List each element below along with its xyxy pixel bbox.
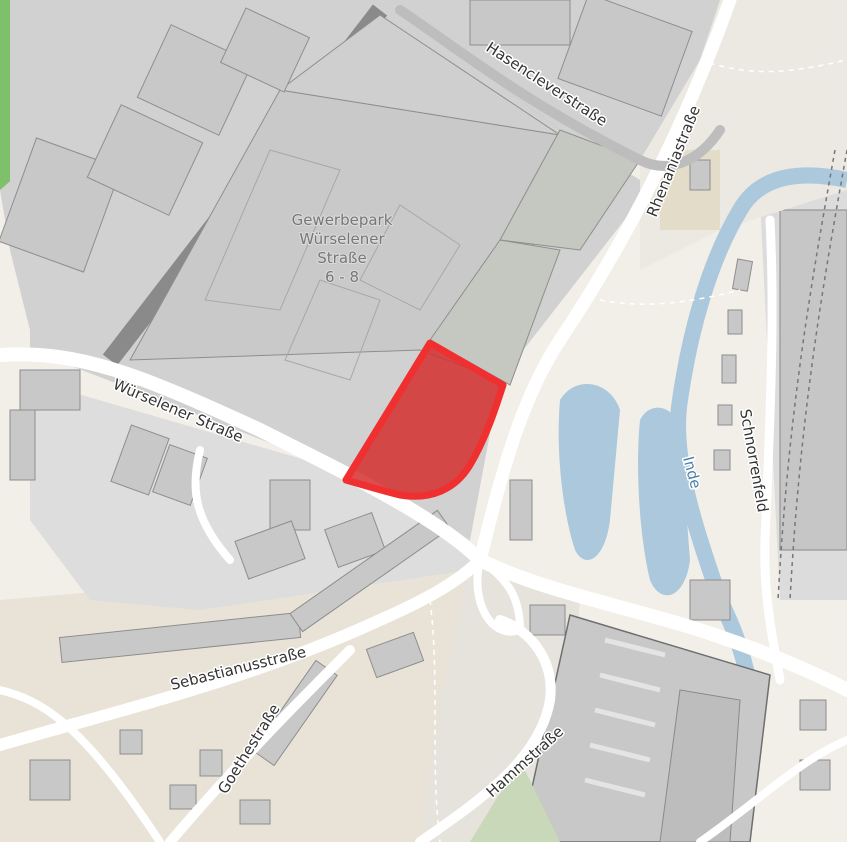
highlighted-parcel[interactable] [342,339,507,500]
footpaths [429,59,847,842]
building [469,0,571,46]
building [529,604,566,636]
building [136,24,254,136]
building [509,479,533,541]
building [727,309,743,335]
warehouse-east [779,209,847,551]
area-label-line1: Gewerbepark [292,211,393,229]
building [29,759,71,801]
industrial-zone-west [0,0,220,250]
park-south [470,760,560,842]
building [234,520,306,580]
north-building [278,14,561,136]
rail-dotted [777,149,847,601]
minor-road [191,446,234,564]
road-hasenclever [395,5,725,171]
road-sebastianus [0,554,486,751]
building [169,784,197,810]
road-wuerselener [0,347,487,567]
pond-west [558,383,620,560]
building [689,579,731,621]
building [721,354,737,384]
road-east [473,553,847,697]
inner-outline-2 [284,279,381,381]
road-rhenania [473,0,737,567]
area-label-line3: Straße [317,249,366,267]
building [19,369,81,411]
road-schnorrenfeld [760,215,785,685]
area-label-line4: 6 - 8 [325,268,359,286]
pond-east [638,407,690,596]
inner-outline-1 [204,149,341,311]
inner-outline-3 [359,204,461,311]
building [9,409,36,481]
building [689,159,711,191]
building [365,631,425,679]
building [799,699,827,731]
building [713,449,731,471]
building-row [289,509,451,633]
building [557,0,693,117]
building [239,799,271,825]
road-goethe [165,645,355,842]
minor-road [0,686,164,842]
building [717,404,733,426]
building [199,749,223,777]
building [86,104,204,216]
building [324,512,386,568]
minor-road [696,736,847,842]
building [119,729,143,755]
parking-rows [584,637,666,798]
building [219,7,311,93]
area-label-line2: Würselener [299,230,385,248]
building [110,424,170,496]
road-hamm [415,615,556,842]
road-loop [473,556,524,636]
parking-building [659,689,741,842]
